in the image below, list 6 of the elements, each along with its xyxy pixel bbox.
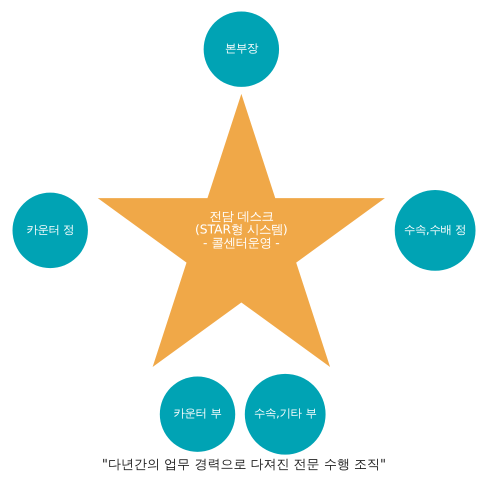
caption: "다년간의 업무 경력으로 다져진 전문 수행 조직" [102, 458, 386, 473]
node-circle: 카운터 정 [12, 192, 88, 268]
node-circle: 수속,수배 정 [394, 190, 476, 271]
node-circle: 본부장 [204, 12, 280, 87]
node-circle: 카운터 부 [160, 376, 236, 452]
node-circle: 수속,기타 부 [244, 374, 326, 455]
